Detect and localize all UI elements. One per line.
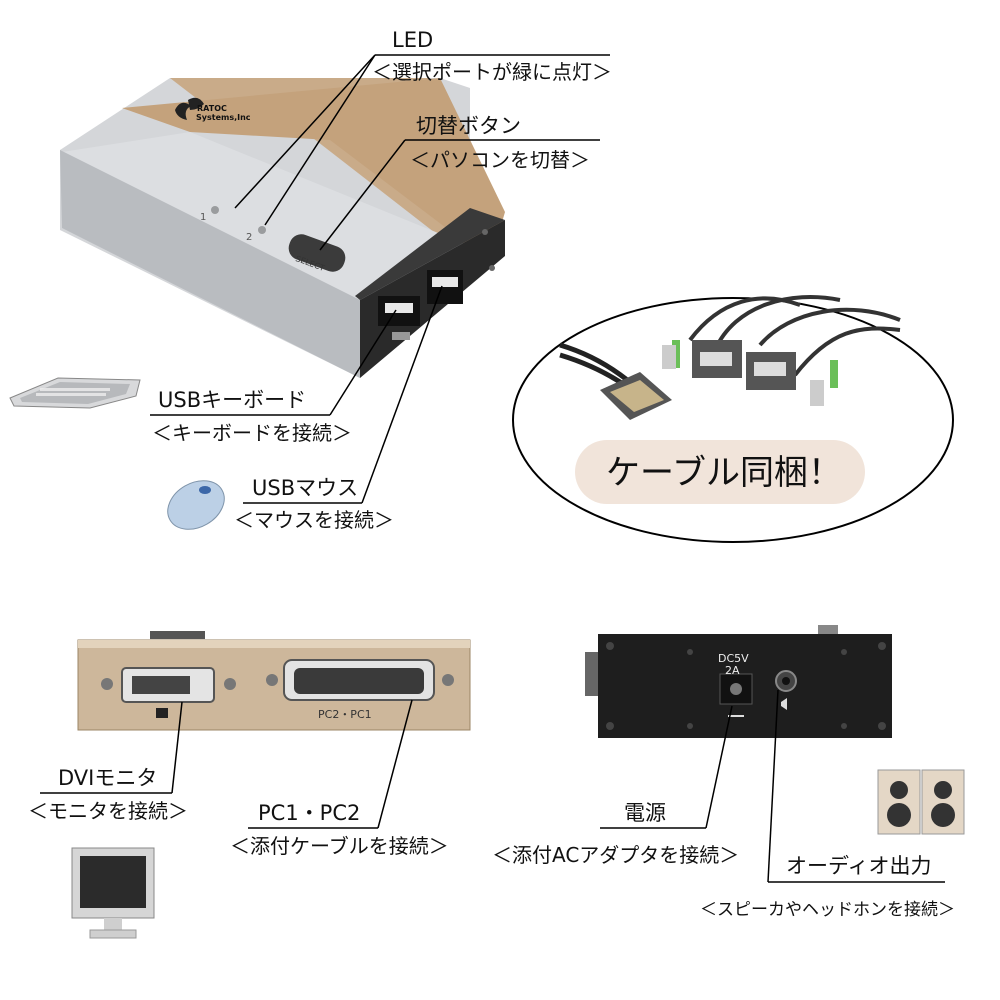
power-subtitle: ＜添付ACアダプタを接続＞ (492, 843, 740, 867)
kvm-switch-device (60, 78, 505, 378)
power-audio-panel (585, 625, 892, 738)
rear-connector-label: PC2・PC1 (318, 708, 372, 721)
keyboard-image (9, 377, 141, 409)
led-1 (211, 206, 219, 214)
cable-bundle-bubble (512, 295, 954, 543)
keyboard-title: USBキーボード (158, 388, 307, 412)
led-title: LED (392, 28, 434, 52)
pc-title: PC1・PC2 (258, 801, 361, 825)
led-2 (258, 226, 266, 234)
select-button[interactable] (285, 231, 348, 275)
mouse-title: USBマウス (252, 476, 359, 500)
dvi-subtitle: ＜モニタを接続＞ (28, 799, 188, 823)
power-rating-2: 2A (725, 664, 740, 677)
audio-title: オーディオ出力 (786, 854, 932, 878)
monitor-image (71, 847, 155, 939)
logo-text-2: Systems,Inc (196, 113, 251, 122)
logo-text-1: RATOC (197, 104, 227, 113)
port-2-label: 2 (246, 232, 253, 243)
mouse-image (167, 480, 225, 530)
led-subtitle: ＜選択ポートが緑に点灯＞ (372, 60, 612, 84)
ratoc-logo (175, 97, 204, 120)
switch-subtitle: ＜パソコンを切替＞ (410, 148, 590, 172)
cable-bundle-text: ケーブル同梱！ (606, 453, 842, 493)
leader-lines (40, 54, 945, 883)
power-title: 電源 (624, 801, 666, 825)
port-1-label: 1 (200, 212, 207, 223)
rear-panel (77, 631, 471, 731)
power-rating-1: DC5V (718, 652, 749, 665)
audio-subtitle: ＜スピーカやヘッドホンを接続＞ (700, 900, 955, 920)
dvi-title: DVIモニタ (58, 766, 158, 790)
speakers-image (877, 769, 965, 835)
keyboard-subtitle: ＜キーボードを接続＞ (152, 421, 352, 445)
pc-subtitle: ＜添付ケーブルを接続＞ (230, 834, 449, 858)
switch-title: 切替ボタン (416, 114, 521, 138)
mouse-subtitle: ＜マウスを接続＞ (234, 508, 394, 532)
